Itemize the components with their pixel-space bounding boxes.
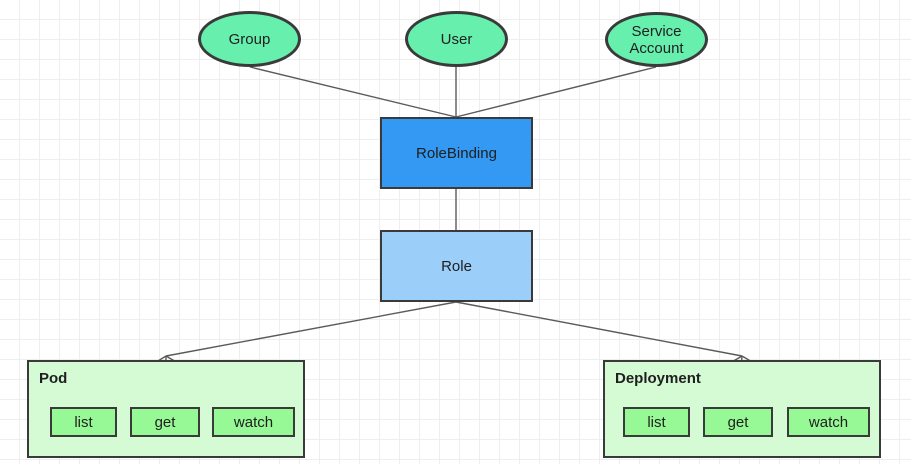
node-user[interactable]: User <box>405 11 508 67</box>
edge-group-to-rolebinding <box>249 66 457 118</box>
node-rolebinding[interactable]: RoleBinding <box>380 117 533 189</box>
node-user-label: User <box>440 30 473 48</box>
node-role[interactable]: Role <box>380 230 533 302</box>
verb-pod-list[interactable]: list <box>50 407 117 437</box>
node-group[interactable]: Group <box>198 11 301 67</box>
resource-group-pod-title: Pod <box>39 370 68 387</box>
edge-serviceaccount-to-rolebinding <box>455 66 657 118</box>
node-service-account-label-line1: Service <box>631 22 682 40</box>
edge-role-to-pod <box>165 301 457 357</box>
verb-deployment-watch[interactable]: watch <box>787 407 870 437</box>
verb-deployment-list[interactable]: list <box>623 407 690 437</box>
node-rolebinding-label: RoleBinding <box>416 144 497 162</box>
verb-deployment-list-label: list <box>647 413 666 431</box>
node-role-label: Role <box>441 257 472 275</box>
verb-pod-watch[interactable]: watch <box>212 407 295 437</box>
verb-pod-list-label: list <box>74 413 93 431</box>
verb-pod-get-label: get <box>154 413 176 431</box>
verb-pod-watch-label: watch <box>233 413 274 431</box>
verb-pod-get[interactable]: get <box>130 407 200 437</box>
verb-deployment-get[interactable]: get <box>703 407 773 437</box>
node-service-account[interactable]: Service Account <box>605 12 708 67</box>
verb-deployment-get-label: get <box>727 413 749 431</box>
node-service-account-label-line2: Account <box>629 39 684 57</box>
edge-role-to-deployment <box>455 301 743 357</box>
node-group-label: Group <box>228 30 271 48</box>
resource-group-deployment-title: Deployment <box>615 370 701 387</box>
verb-deployment-watch-label: watch <box>808 413 849 431</box>
